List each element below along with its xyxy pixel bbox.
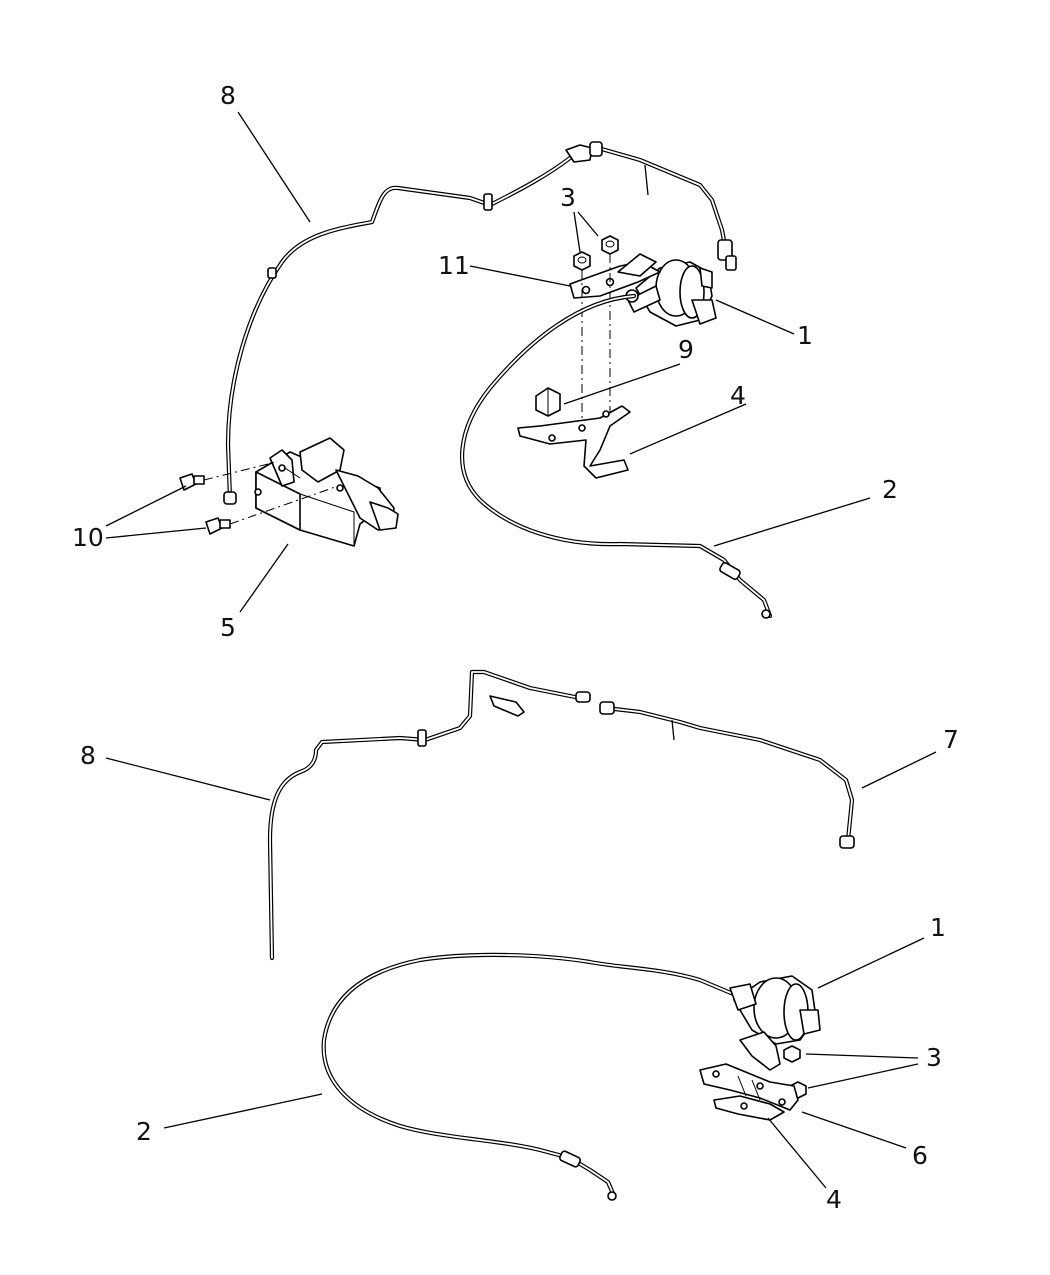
callout-upper-4: 4: [730, 381, 746, 410]
callout-upper-1: 1: [797, 321, 813, 350]
nuts-3-upper: [573, 235, 619, 420]
callout-lower-4: 4: [826, 1185, 842, 1214]
bracket-4-upper: [517, 405, 631, 479]
screws-10: [179, 461, 339, 535]
callout-upper-5: 5: [220, 613, 236, 642]
servo-1-lower: [729, 975, 821, 1071]
callout-upper-11: 11: [438, 251, 470, 280]
callout-upper-8: 8: [220, 81, 236, 110]
callout-upper-10: 10: [72, 523, 104, 552]
callout-middle-7: 7: [943, 725, 959, 754]
clip-9: [535, 387, 561, 417]
callout-lower-3: 3: [926, 1043, 942, 1072]
callout-upper-2: 2: [882, 475, 898, 504]
leader-lines: [105, 111, 937, 1189]
callout-lower-1: 1: [930, 913, 946, 942]
callout-upper-3: 3: [560, 183, 576, 212]
cable-8-upper: [223, 141, 737, 505]
bracket-6-4-lower: [699, 1063, 799, 1121]
servo-1-upper: [625, 259, 717, 327]
callout-lower-6: 6: [912, 1141, 928, 1170]
cable-2-upper: [460, 293, 773, 619]
control-module-5: [254, 437, 399, 547]
callout-labels: 8 3 11 1 9 4 2 10 5 8 7 1 3 2 6 4: [72, 81, 959, 1214]
cable-7-middle: [599, 701, 855, 849]
bracket-11: [569, 253, 661, 299]
callout-upper-9: 9: [678, 335, 694, 364]
callout-middle-8: 8: [80, 741, 96, 770]
callout-lower-2: 2: [136, 1117, 152, 1146]
cable-8-middle: [267, 669, 591, 961]
cable-2-lower: [321, 952, 741, 1201]
